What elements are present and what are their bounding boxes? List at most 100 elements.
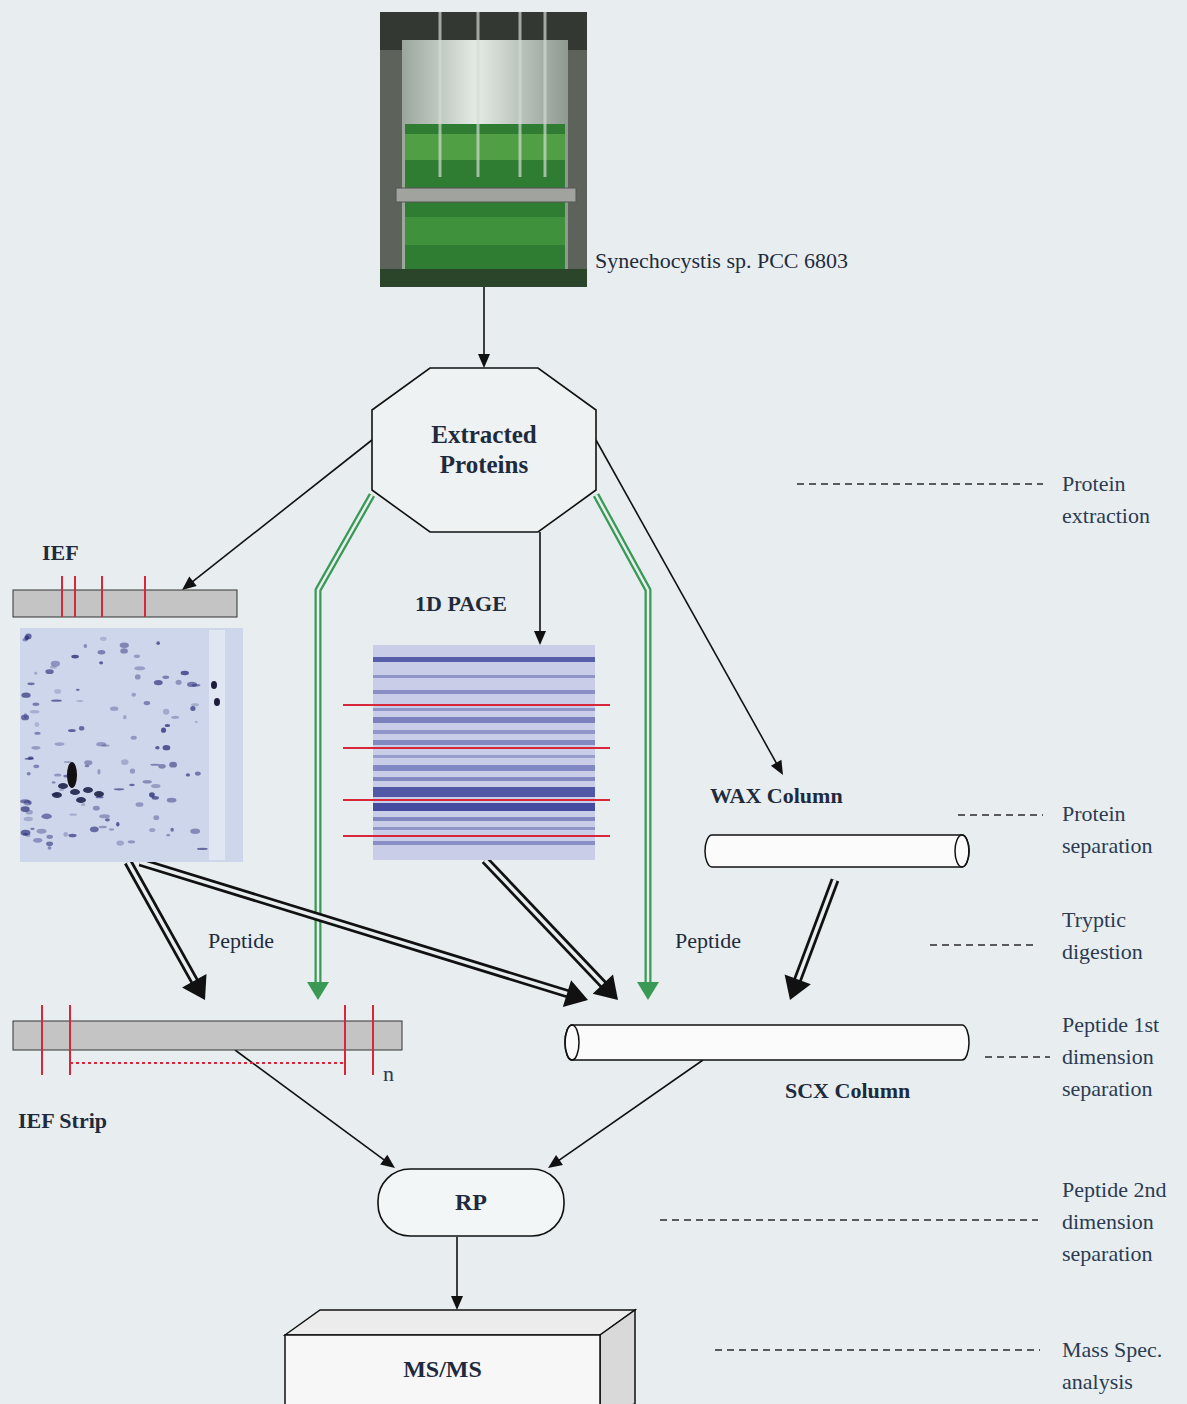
leader-line [660, 1219, 1038, 1220]
gel-spot [51, 661, 60, 667]
gel-spot [25, 634, 31, 640]
gel-spot [186, 773, 190, 776]
gel-spot [149, 828, 155, 832]
leader-line [930, 944, 1038, 945]
gel-band [373, 730, 595, 734]
gel-band [373, 787, 595, 797]
gel-spot [195, 771, 201, 775]
stage-label: Protein separation [1062, 798, 1184, 862]
ief-strip [13, 590, 237, 617]
gel-band [373, 675, 595, 678]
gel-spot [93, 806, 100, 811]
cut-mark [343, 704, 610, 706]
gel-spot [116, 840, 124, 845]
stage-label: Protein extraction [1062, 468, 1184, 532]
scx-column-shape [565, 1000, 970, 1060]
gel-spot [121, 759, 128, 765]
arrowhead [380, 1155, 395, 1168]
gel-spot [99, 661, 103, 664]
gel-spot [25, 758, 35, 760]
gel-spot [120, 648, 128, 653]
gel-spot [34, 672, 37, 675]
gel-band [373, 841, 595, 845]
gel-band [373, 827, 595, 830]
liquid [405, 124, 565, 287]
arrow [451, 1237, 463, 1310]
gel-spot [23, 833, 28, 836]
gel-spot [181, 671, 189, 675]
double-arrow [785, 880, 835, 1000]
gel-band [373, 755, 595, 758]
connector-line [318, 495, 372, 985]
fraction-count: n [383, 1058, 505, 1090]
gel-spot [162, 676, 169, 679]
arrow [548, 1060, 703, 1168]
cut-mark [343, 835, 610, 837]
gel-spot [123, 715, 127, 719]
gel-spot [81, 803, 85, 806]
arrowhead [307, 982, 329, 1000]
gel-band [373, 777, 595, 781]
gel-spot [52, 792, 62, 798]
gel-spot [76, 689, 80, 691]
connector-line [558, 1060, 703, 1161]
gel-spot [46, 835, 53, 839]
connector-gap [596, 495, 648, 985]
gel-spot [63, 832, 68, 837]
gel-spot [70, 789, 80, 795]
tube [439, 12, 442, 177]
column-end [565, 1025, 579, 1060]
connector-gap [797, 880, 835, 982]
gel-spot [129, 784, 135, 786]
ief-gel-shape [13, 590, 243, 862]
gel-spot [171, 716, 179, 719]
gel-spot [96, 742, 106, 746]
arrow [235, 1050, 395, 1168]
gel-2d [20, 628, 243, 862]
strip-label: IEF Strip [18, 1108, 107, 1134]
gel-spot [110, 706, 118, 710]
gel-label: 1D PAGE [415, 591, 507, 617]
column-label: WAX Column [710, 783, 843, 809]
gel-spot [131, 693, 136, 697]
ief-strip: IEF Strip [13, 1000, 402, 1050]
tube [544, 12, 547, 177]
tube [477, 12, 480, 177]
leader-line [797, 483, 1043, 484]
cut-mark [343, 747, 610, 749]
page-gel-shape [373, 645, 595, 860]
connector-line [797, 880, 835, 982]
tube [519, 12, 522, 177]
gel-spot [131, 736, 137, 740]
gel-spot [68, 729, 76, 732]
gel-spot [135, 666, 146, 670]
culture-photo: Synechocystis sp. PCC 6803 [380, 12, 587, 287]
node-title: RP [377, 1168, 565, 1237]
gel-blob [67, 762, 77, 788]
gel-spot [176, 680, 182, 685]
arrowhead [548, 1155, 563, 1168]
column-body [565, 1025, 969, 1060]
connector-line [483, 287, 485, 356]
gel-spot [54, 689, 61, 694]
gel-spot [33, 764, 39, 768]
gel-spot [76, 797, 86, 803]
gel-spot [79, 726, 84, 731]
gel-spot [54, 773, 61, 776]
gel-spot [94, 791, 104, 797]
gel-spot [134, 654, 140, 658]
gel-spot [154, 680, 163, 685]
gel-spot [51, 700, 62, 702]
gel-spot [128, 840, 136, 843]
gel-spot [152, 796, 159, 800]
double-arrow [140, 862, 588, 1007]
gel-spot [120, 643, 129, 649]
column-body [705, 835, 969, 867]
gel-spot [20, 799, 30, 803]
gel-spot [136, 802, 144, 807]
gel-spot [46, 841, 53, 846]
gel-spot [195, 721, 198, 723]
gel-band [373, 708, 595, 711]
gel-spot [54, 742, 64, 746]
